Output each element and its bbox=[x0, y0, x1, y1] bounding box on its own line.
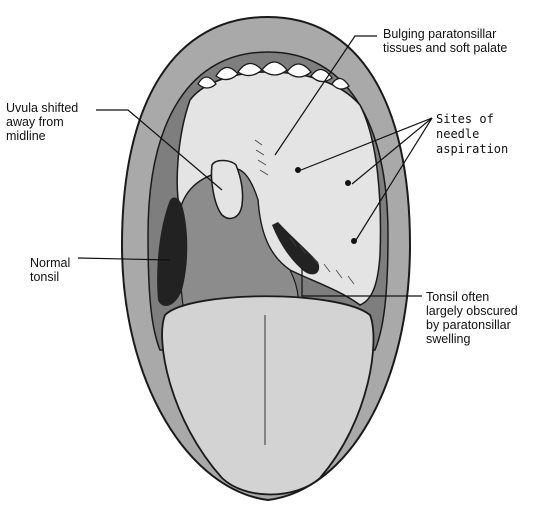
label-uvula-shifted: Uvula shifted away from midline bbox=[6, 101, 78, 143]
label-normal-tonsil: Normal tonsil bbox=[30, 256, 70, 284]
label-tonsil-obscured: Tonsil often largely obscured by paraton… bbox=[426, 290, 518, 346]
label-needle-aspiration: Sites of needle aspiration bbox=[436, 112, 540, 157]
needle-site-1 bbox=[295, 167, 301, 173]
label-bulging-tissues: Bulging paratonsillar tissues and soft p… bbox=[383, 27, 507, 55]
tongue bbox=[162, 296, 373, 494]
needle-site-2 bbox=[345, 180, 351, 186]
